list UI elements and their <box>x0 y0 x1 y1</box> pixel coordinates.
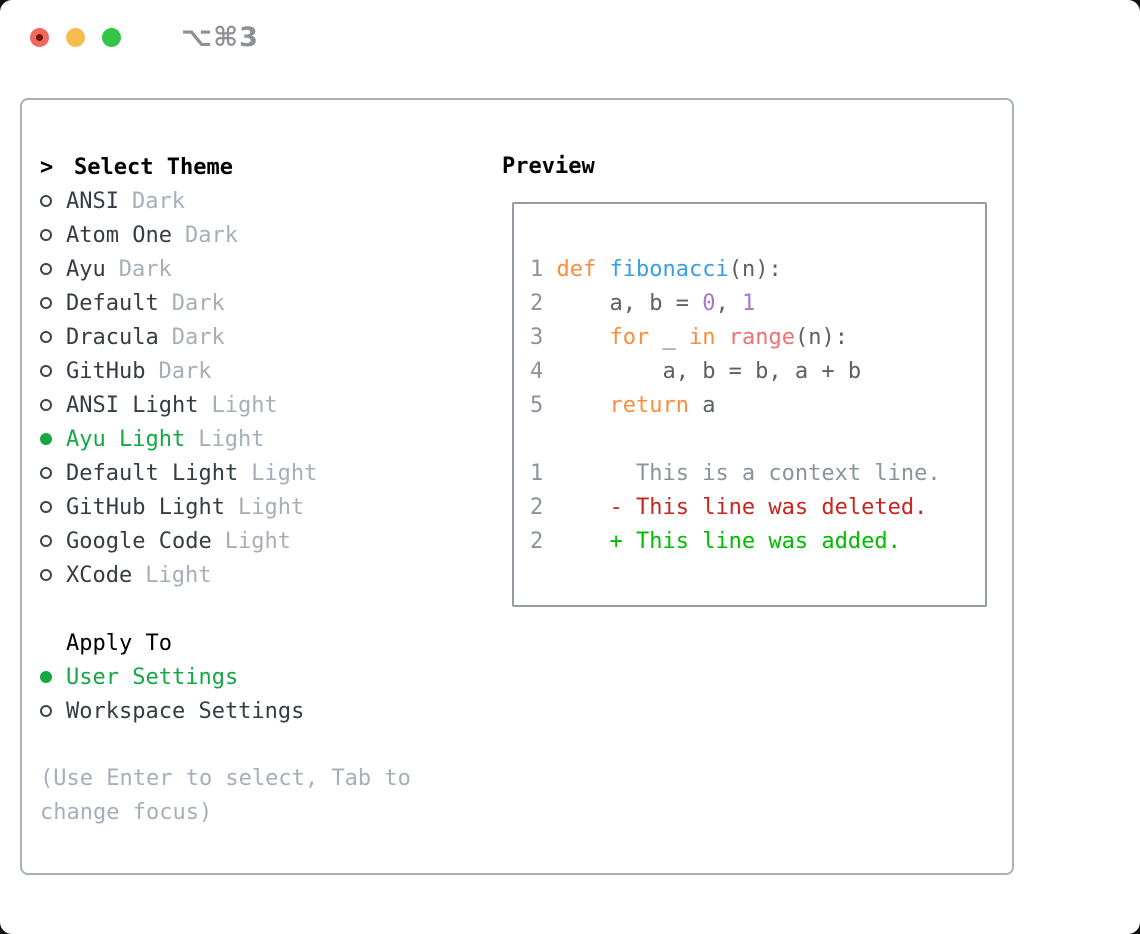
cursor-arrow-icon: > <box>40 154 54 180</box>
theme-name: Dracula <box>66 324 159 350</box>
diff-added-line: 2 + This line was added. <box>530 529 901 554</box>
code-line: 1 def fibonacci(n): <box>530 257 782 282</box>
theme-variant: Light <box>145 562 212 588</box>
select-theme-title: Select Theme <box>74 154 233 180</box>
theme-variant: Light <box>224 528 291 554</box>
code-line: 5 return a <box>530 393 716 418</box>
theme-name: Google Code <box>66 528 212 554</box>
radio-icon <box>40 569 52 581</box>
preview-title: Preview <box>502 154 595 179</box>
apply-option-workspace-settings[interactable]: Workspace Settings <box>40 694 304 728</box>
radio-icon <box>40 535 52 547</box>
code-line: 4 a, b = b, a + b <box>530 359 862 384</box>
code-line-blank <box>530 423 979 457</box>
theme-name: Ayu <box>66 256 106 282</box>
theme-variant: Dark <box>131 188 185 214</box>
theme-name: Ayu Light <box>66 426 186 452</box>
theme-list: > Select Theme ANSI Dark Atom One Dark A… <box>40 150 317 592</box>
theme-option-ayu-dark[interactable]: Ayu Dark <box>40 252 317 286</box>
radio-icon <box>40 501 52 513</box>
theme-option-ansi-light[interactable]: ANSI Light Light <box>40 388 317 422</box>
theme-name: Default Light <box>66 460 239 486</box>
close-button-icon[interactable] <box>30 28 49 47</box>
theme-name: ANSI Light <box>66 392 199 418</box>
minimize-button-icon[interactable] <box>66 28 85 47</box>
help-text: (Use Enter to select, Tab to change focu… <box>40 766 411 825</box>
theme-variant: Light <box>211 392 278 418</box>
apply-to-title: Apply To <box>66 630 172 656</box>
diff-context-line: 1 This is a context line. <box>530 461 941 486</box>
apply-to-header: Apply To <box>40 626 304 660</box>
apply-option-user-settings[interactable]: User Settings <box>40 660 304 694</box>
theme-option-default-light[interactable]: Default Light Light <box>40 456 317 490</box>
window-shortcut-label: ⌥⌘3 <box>181 22 259 53</box>
radio-icon <box>40 195 52 207</box>
radio-icon <box>40 467 52 479</box>
theme-option-xcode[interactable]: XCode Light <box>40 558 317 592</box>
theme-name: Atom One <box>66 222 172 248</box>
theme-variant: Dark <box>171 290 225 316</box>
theme-variant: Dark <box>171 324 225 350</box>
diff-deleted-line: 2 - This line was deleted. <box>530 495 928 520</box>
code-line: 2 a, b = 0, 1 <box>530 291 756 316</box>
select-theme-header: > Select Theme <box>40 150 317 184</box>
theme-option-default-dark[interactable]: Default Dark <box>40 286 317 320</box>
theme-name: GitHub <box>66 358 146 384</box>
radio-selected-icon <box>40 671 52 683</box>
theme-name: XCode <box>66 562 133 588</box>
radio-icon <box>40 705 52 717</box>
theme-name: Default <box>66 290 159 316</box>
radio-icon <box>40 297 52 309</box>
theme-variant: Dark <box>184 222 238 248</box>
theme-variant: Light <box>237 494 305 520</box>
theme-name: GitHub Light <box>66 494 225 520</box>
titlebar: ⌥⌘3 <box>0 0 1140 98</box>
theme-option-dracula-dark[interactable]: Dracula Dark <box>40 320 317 354</box>
radio-icon <box>40 399 52 411</box>
theme-option-github-light[interactable]: GitHub Light Light <box>40 490 317 524</box>
theme-option-ayu-light[interactable]: Ayu Light Light <box>40 422 317 456</box>
theme-option-atom-one-dark[interactable]: Atom One Dark <box>40 218 317 252</box>
close-dot-icon <box>36 34 43 41</box>
theme-variant: Dark <box>158 358 212 384</box>
theme-name: ANSI <box>66 188 119 214</box>
theme-settings-panel: > Select Theme ANSI Dark Atom One Dark A… <box>20 98 1014 875</box>
radio-icon <box>40 331 52 343</box>
apply-option-label: User Settings <box>66 664 239 690</box>
theme-option-google-code[interactable]: Google Code Light <box>40 524 317 558</box>
preview-box: 1 def fibonacci(n): 2 a, b = 0, 1 3 for … <box>512 202 987 607</box>
radio-selected-icon <box>40 433 52 445</box>
code-line: 3 for _ in range(n): <box>530 325 848 350</box>
theme-option-github-dark[interactable]: GitHub Dark <box>40 354 317 388</box>
theme-option-ansi-dark[interactable]: ANSI Dark <box>40 184 317 218</box>
theme-variant: Dark <box>118 256 172 282</box>
apply-to-group: Apply To User Settings Workspace Setting… <box>40 626 304 728</box>
theme-variant: Light <box>251 460 318 486</box>
radio-icon <box>40 229 52 241</box>
radio-icon <box>40 263 52 275</box>
radio-icon <box>40 365 52 377</box>
apply-option-label: Workspace Settings <box>66 698 305 724</box>
zoom-button-icon[interactable] <box>102 28 121 47</box>
theme-variant: Light <box>198 426 265 452</box>
